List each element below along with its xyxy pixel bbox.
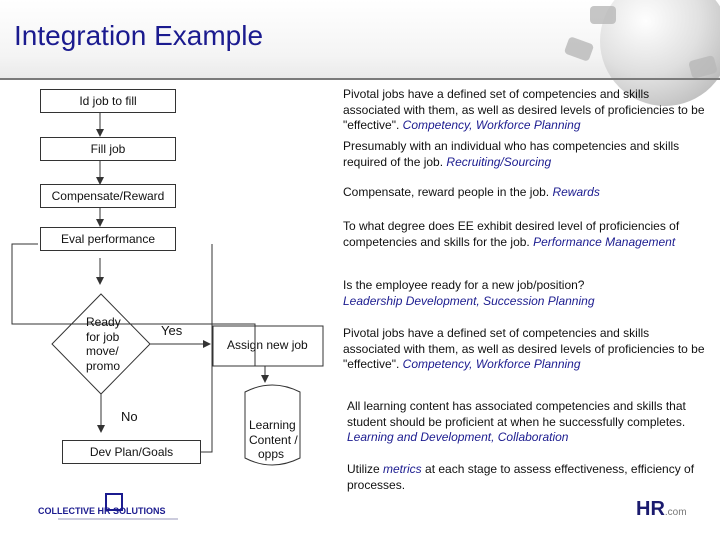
decision-line: Ready bbox=[86, 315, 121, 330]
desc-line: "effective". Competency, Workforce Plann… bbox=[343, 118, 713, 134]
desc-text: competencies and skills for the job. bbox=[343, 235, 533, 249]
decision-line: promo bbox=[86, 359, 121, 374]
desc-learning: All learning content has associated comp… bbox=[347, 399, 717, 446]
no-label: No bbox=[121, 409, 138, 424]
learning-line: Content / bbox=[249, 433, 293, 448]
desc-tag: Learning and Development, Collaboration bbox=[347, 430, 717, 446]
desc-text: Utilize bbox=[347, 462, 383, 476]
box-dev-plan: Dev Plan/Goals bbox=[62, 440, 201, 464]
desc-line: Is the employee ready for a new job/posi… bbox=[343, 278, 713, 294]
desc-assign: Pivotal jobs have a defined set of compe… bbox=[343, 326, 713, 373]
desc-eval: To what degree does EE exhibit desired l… bbox=[343, 219, 713, 250]
desc-line: All learning content has associated comp… bbox=[347, 399, 717, 415]
desc-line: Compensate, reward people in the job. Re… bbox=[343, 185, 713, 201]
desc-tag: Competency, Workforce Planning bbox=[403, 357, 581, 371]
desc-line: student should be proficient at when he … bbox=[347, 415, 717, 431]
decision-line: move/ bbox=[86, 344, 121, 359]
desc-line: Presumably with an individual who has co… bbox=[343, 139, 713, 155]
desc-line: Pivotal jobs have a defined set of compe… bbox=[343, 326, 713, 342]
devplan-loop-line bbox=[201, 244, 212, 452]
desc-text: "effective". bbox=[343, 118, 403, 132]
learning-line: opps bbox=[249, 447, 293, 462]
desc-text: Compensate, reward people in the job. bbox=[343, 185, 552, 199]
desc-id-job: Pivotal jobs have a defined set of compe… bbox=[343, 87, 713, 134]
decision-line: for job bbox=[86, 330, 121, 345]
assign-label: Assign new job bbox=[227, 338, 308, 353]
desc-line: processes. bbox=[347, 478, 717, 494]
learning-line: Learning bbox=[249, 418, 293, 433]
desc-text: required of the job. bbox=[343, 155, 446, 169]
desc-line: associated with them, as well as desired… bbox=[343, 103, 713, 119]
decision-label: Ready for job move/ promo bbox=[86, 315, 121, 373]
yes-label: Yes bbox=[161, 323, 182, 338]
desc-text: "effective". bbox=[343, 357, 403, 371]
desc-line: Pivotal jobs have a defined set of compe… bbox=[343, 87, 713, 103]
desc-tag: Performance Management bbox=[533, 235, 675, 249]
hr-com-logo: HR.com bbox=[636, 498, 687, 521]
collective-hr-logo: COLLECTIVE HR SOLUTIONS bbox=[38, 492, 188, 522]
hr-com-suffix: .com bbox=[665, 507, 687, 518]
metrics-note: Utilize metrics at each stage to assess … bbox=[347, 462, 717, 493]
desc-tag: Competency, Workforce Planning bbox=[403, 118, 581, 132]
desc-text: at each stage to assess effectiveness, e… bbox=[422, 462, 694, 476]
box-eval: Eval performance bbox=[40, 227, 176, 251]
desc-line: "effective". Competency, Workforce Plann… bbox=[343, 357, 713, 373]
hr-com-main: HR bbox=[636, 498, 665, 520]
desc-line: To what degree does EE exhibit desired l… bbox=[343, 219, 713, 235]
desc-tag: Rewards bbox=[552, 185, 599, 199]
box-fill-job: Fill job bbox=[40, 137, 176, 161]
learning-label: Learning Content / opps bbox=[249, 418, 293, 462]
box-id-job: Id job to fill bbox=[40, 89, 176, 113]
metrics-emphasis: metrics bbox=[383, 462, 422, 476]
desc-compensate: Compensate, reward people in the job. Re… bbox=[343, 185, 713, 201]
desc-fill-job: Presumably with an individual who has co… bbox=[343, 139, 713, 170]
desc-tag: Leadership Development, Succession Plann… bbox=[343, 294, 713, 310]
desc-line: Utilize metrics at each stage to assess … bbox=[347, 462, 717, 478]
desc-tag: Recruiting/Sourcing bbox=[446, 155, 551, 169]
desc-line: competencies and skills for the job. Per… bbox=[343, 235, 713, 251]
svg-text:COLLECTIVE HR SOLUTIONS: COLLECTIVE HR SOLUTIONS bbox=[38, 506, 166, 516]
desc-line: associated with them, as well as desired… bbox=[343, 342, 713, 358]
box-compensate: Compensate/Reward bbox=[40, 184, 176, 208]
desc-decision: Is the employee ready for a new job/posi… bbox=[343, 278, 713, 309]
desc-line: required of the job. Recruiting/Sourcing bbox=[343, 155, 713, 171]
